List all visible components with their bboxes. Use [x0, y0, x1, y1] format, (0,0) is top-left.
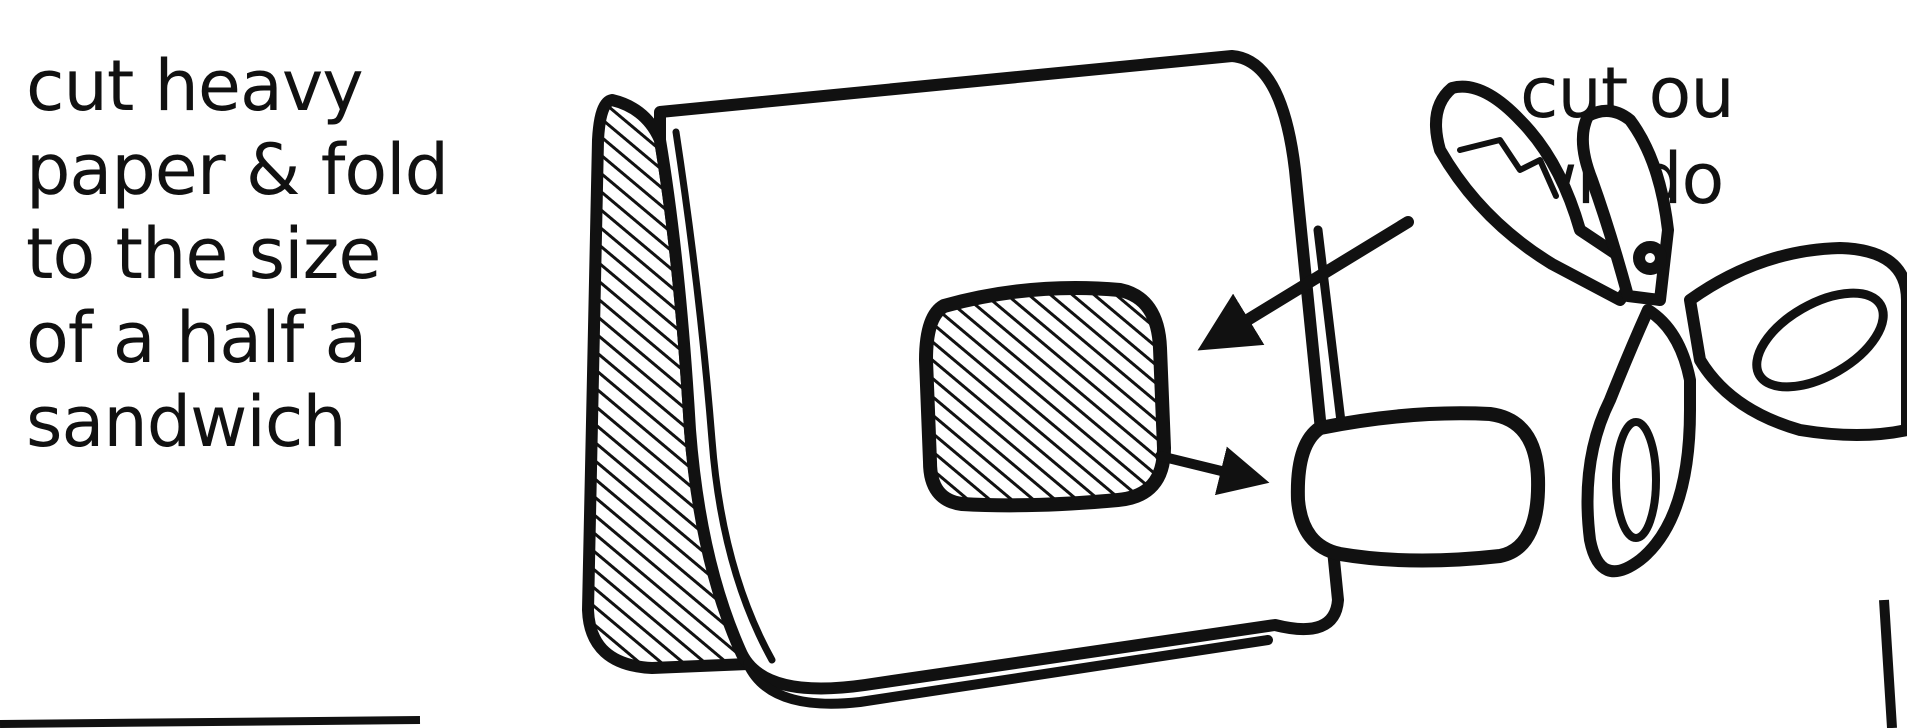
partial-object-edge — [1884, 600, 1892, 728]
window-cutout — [926, 288, 1164, 505]
cutout-piece — [1298, 413, 1538, 560]
scissors-pivot — [1639, 247, 1661, 269]
bottom-edge-stroke — [0, 720, 420, 724]
